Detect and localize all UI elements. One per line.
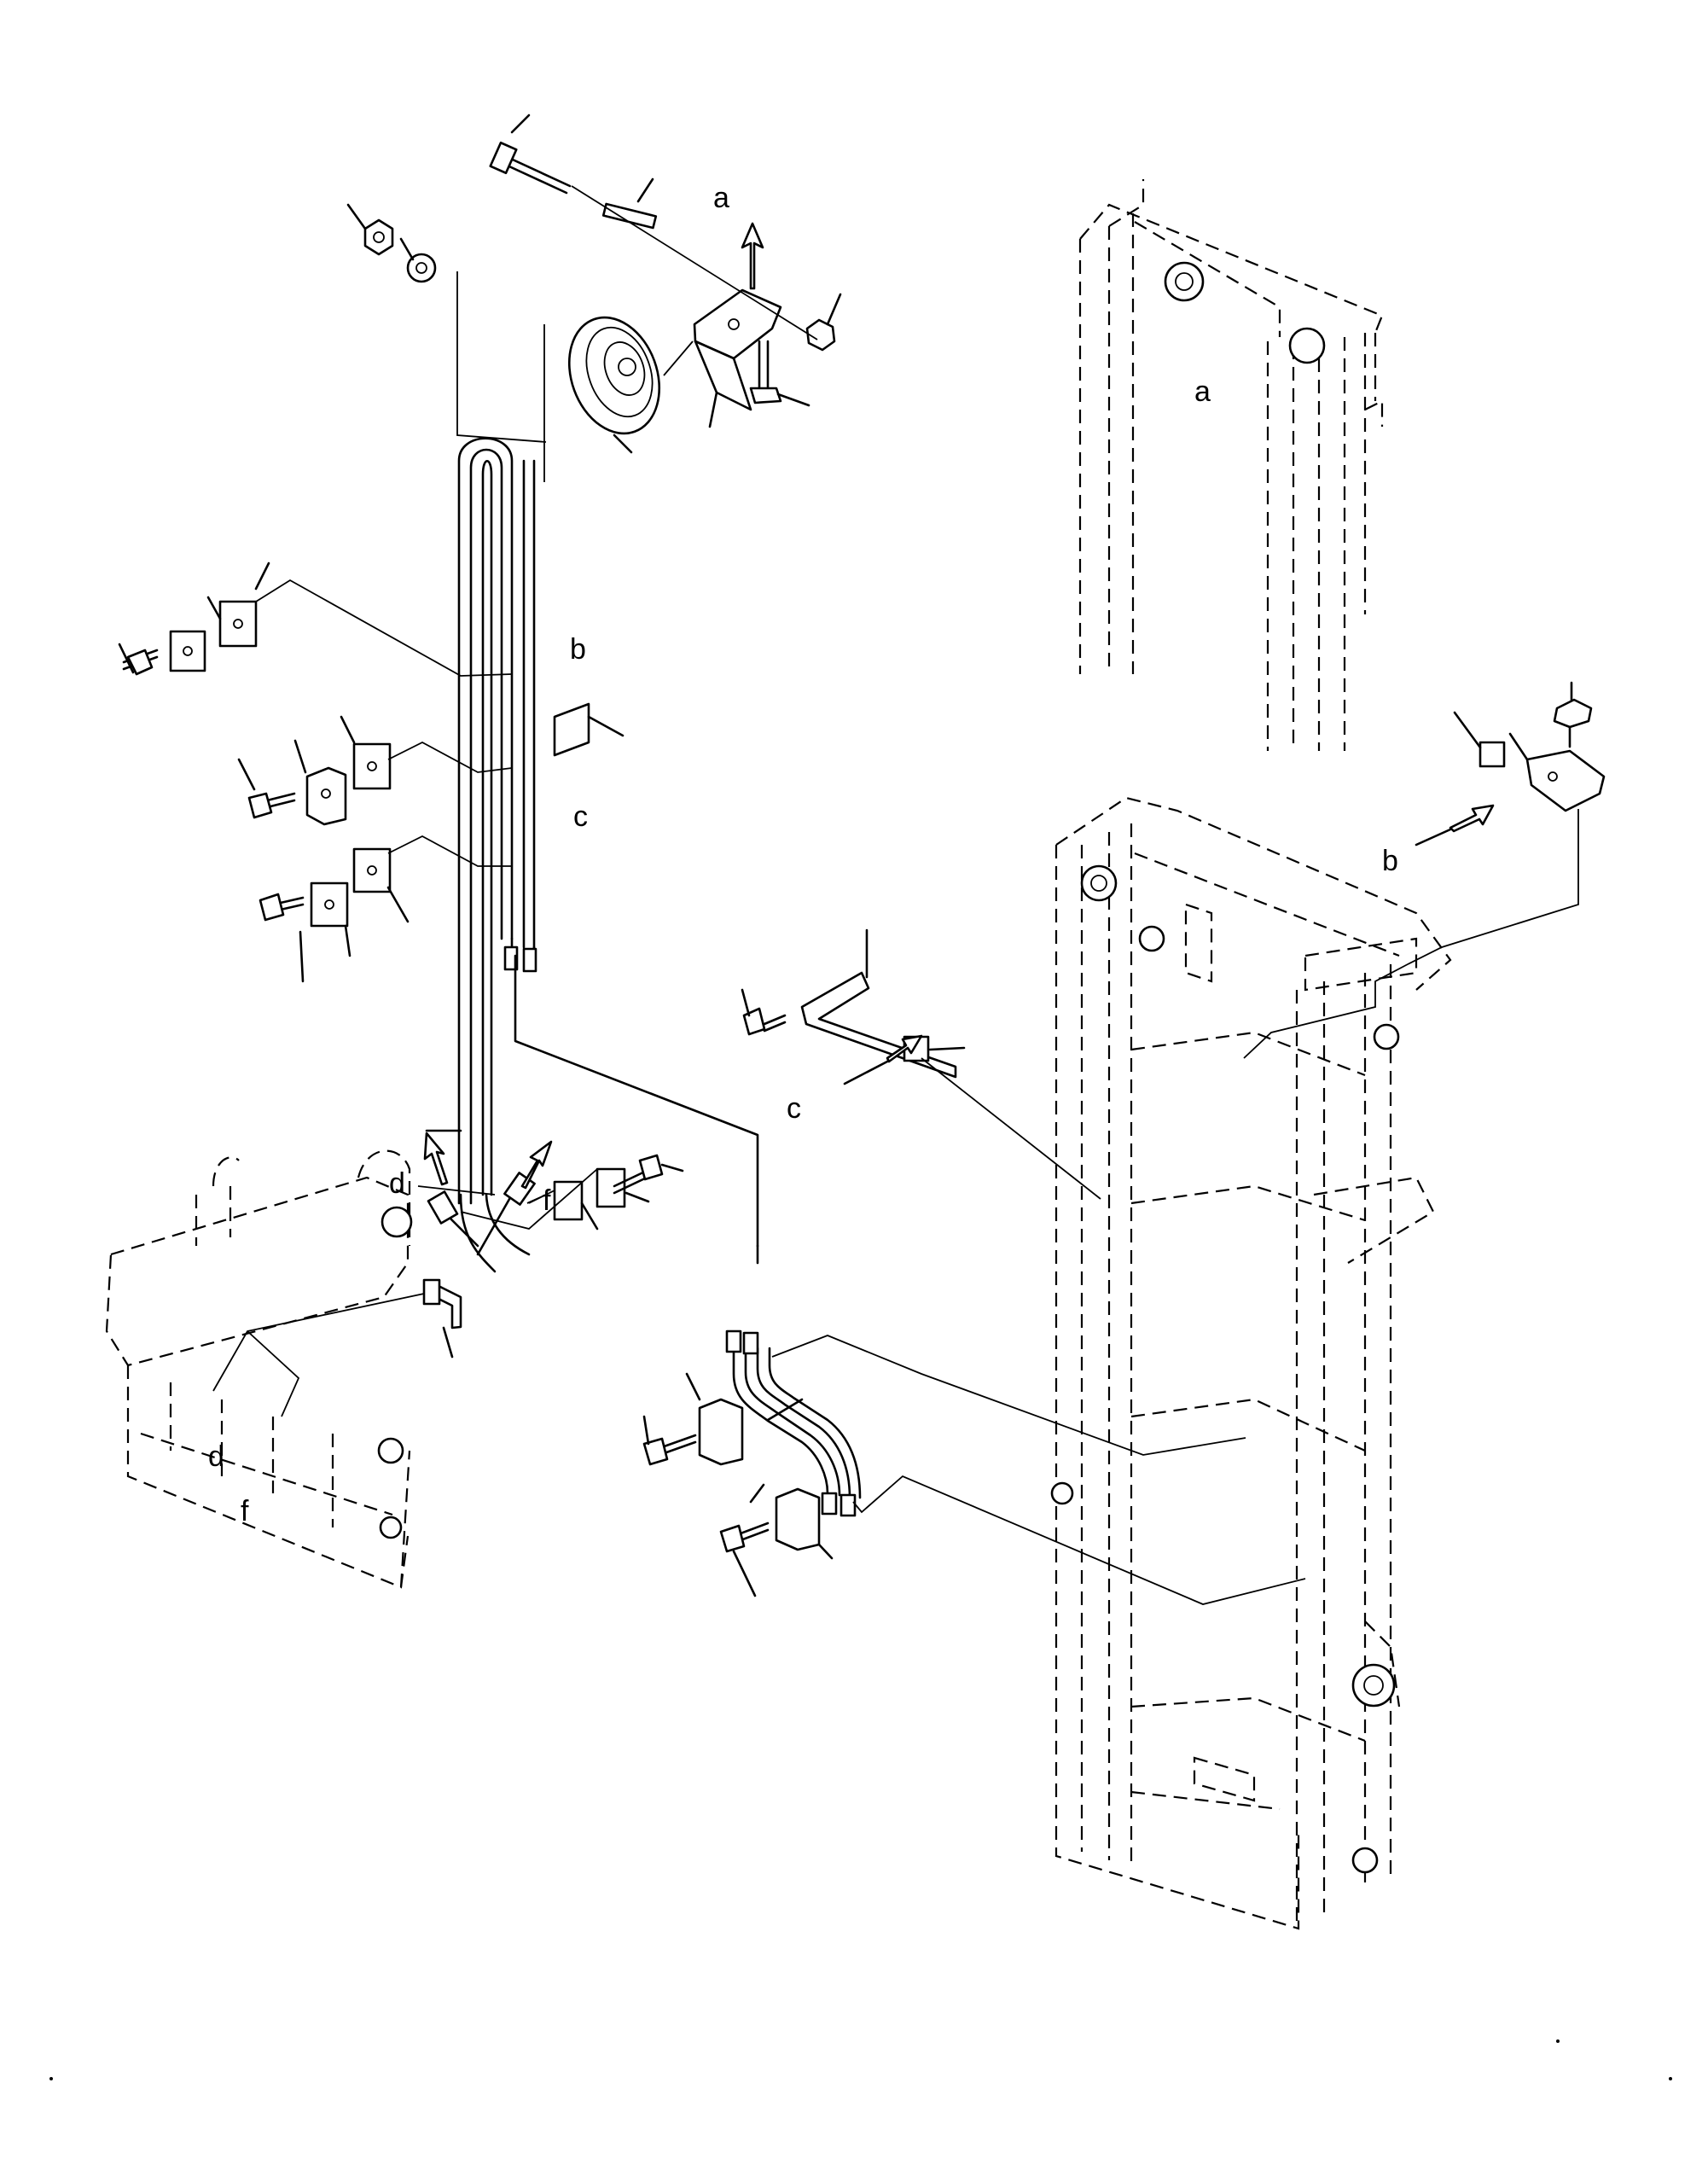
callout-d-pipe: d (389, 1167, 405, 1200)
callout-labels: a a b b c c d d f f (208, 182, 1398, 1527)
hydraulic-hose-pair (417, 437, 553, 1273)
frame-bracket-group (1243, 681, 1606, 1059)
callout-d-carriage: d (208, 1440, 224, 1473)
lower-pipe-assembly (642, 1329, 1306, 1605)
outer-mast (1050, 796, 1452, 1930)
inner-mast-upper (1078, 179, 1384, 751)
callout-f-carriage: f (241, 1495, 249, 1527)
callout-c-pipe: c (573, 800, 588, 833)
callout-b-frame: b (1382, 845, 1398, 877)
hose-guide-bracket (212, 928, 1101, 1417)
callout-a-frame: a (1194, 375, 1211, 408)
fork-carriage (105, 1149, 413, 1589)
pulley-bracket-group (346, 113, 842, 482)
callout-c-frame: c (787, 1092, 801, 1125)
callout-a-top: a (713, 182, 729, 214)
callout-f-pipe: f (543, 1184, 551, 1217)
callout-b-pipe: b (570, 633, 586, 666)
hose-clamps-left (118, 561, 625, 983)
